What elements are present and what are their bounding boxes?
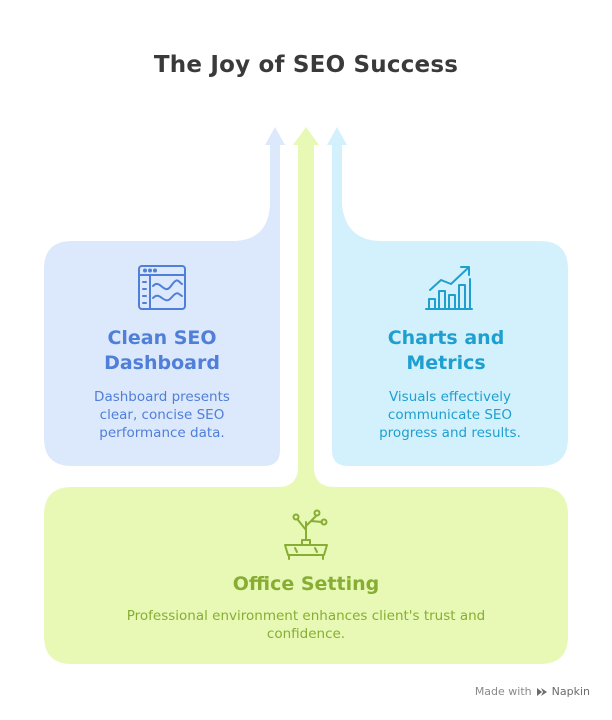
office-card-title: Office Setting [232,573,380,595]
office-card-desc-line: Professional environment enhances client… [126,608,486,624]
charts-card-shape [327,127,568,466]
made-with-label: Made with [474,685,532,698]
bar-chart-trend-icon [425,266,473,310]
napkin-logo-icon [536,687,547,696]
dashboard-card-desc-line: Dashboard presents [94,389,230,405]
dashboard-card-title: Clean SEO Dashboard [62,326,262,376]
office-card-description: Professional environment enhances client… [66,607,546,643]
dashboard-card-desc-line: performance data. [99,425,225,441]
plant-desk-icon [284,509,328,560]
dashboard-card-shape [44,127,285,466]
office-card-shape [44,127,568,664]
office-card-desc-line: confidence. [266,626,346,642]
dashboard-card-desc-line: clear, concise SEO [99,407,225,423]
charts-card-desc-line: Visuals effectively [388,389,512,405]
napkin-brand-label: Napkin [551,685,590,698]
dashboard-card-description: Dashboard presents clear, concise SEO pe… [54,388,270,442]
charts-card-description: Visuals effectively communicate SEO prog… [342,388,558,442]
page-title: The Joy of SEO Success [153,52,459,78]
charts-card-title: Charts and Metrics [346,326,546,376]
charts-card-title-line: Metrics [406,352,486,374]
dashboard-card-title-line: Clean SEO [107,327,217,349]
charts-card-title-line: Charts and [387,327,505,349]
charts-card-desc-line: progress and results. [379,425,521,441]
made-with-napkin-badge[interactable]: Made with Napkin [475,685,590,698]
charts-card-desc-line: communicate SEO [387,407,513,423]
dashboard-window-icon [138,265,186,310]
dashboard-card-title-line: Dashboard [104,352,220,374]
